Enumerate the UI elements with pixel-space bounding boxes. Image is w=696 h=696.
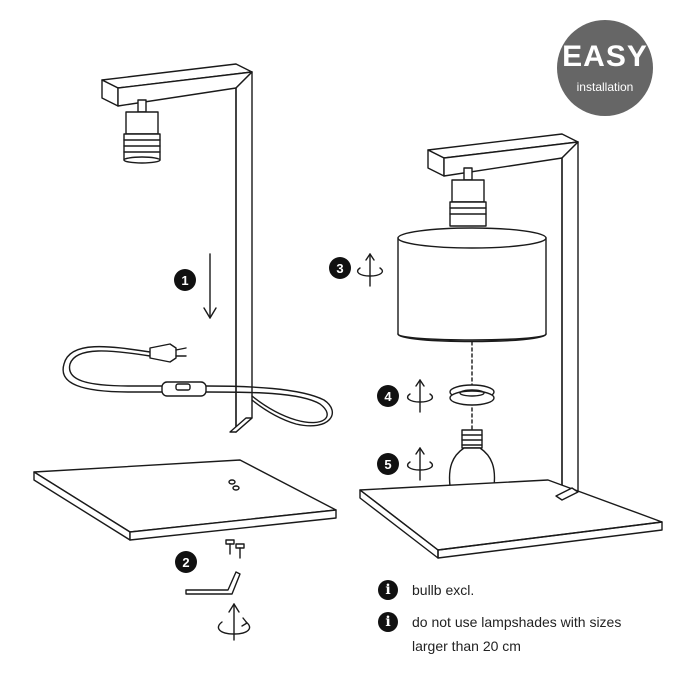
badge-subtitle: installation: [576, 80, 634, 94]
screw-icon: [225, 539, 245, 559]
down-arrow-icon: [203, 253, 217, 319]
easy-installation-badge: EASY installation: [557, 20, 653, 116]
plug-icon: [149, 343, 187, 363]
power-cable: [62, 345, 333, 427]
switch-icon: [161, 381, 207, 397]
step-5-label: 5: [384, 457, 391, 472]
note-bulb: i bullb excl.: [378, 578, 678, 602]
note-bulb-text: bullb excl.: [412, 582, 475, 598]
right-socket-icon: [449, 167, 487, 227]
note-shade-line1: do not use lampshades with sizes: [412, 614, 622, 630]
step-1-marker: 1: [174, 269, 196, 291]
info-icon: i: [378, 612, 398, 632]
badge-title: EASY: [562, 40, 648, 73]
right-base-plate: [359, 479, 663, 559]
step-3-label: 3: [336, 261, 343, 276]
step-4-marker: 4: [377, 385, 399, 407]
step-1-label: 1: [181, 273, 188, 288]
step-2-label: 2: [182, 555, 189, 570]
rotate-arrow-icon: [217, 617, 251, 635]
rotate-arrow-icon: [406, 447, 434, 481]
step-5-marker: 5: [377, 453, 399, 475]
left-socket-icon: [123, 99, 161, 164]
left-base-plate: [33, 459, 337, 541]
shade-ring-icon: [449, 384, 495, 406]
rotate-arrow-icon: [406, 379, 434, 413]
allen-key-icon: [185, 571, 241, 595]
lamp-shade-icon: [397, 227, 547, 343]
left-lamp-arm: [101, 63, 253, 433]
step-3-marker: 3: [329, 257, 351, 279]
step-2-marker: 2: [175, 551, 197, 573]
rotate-arrow-icon: [356, 253, 384, 287]
notes: i bullb excl. i do not use lampshades wi…: [378, 578, 678, 666]
note-shade-line2: larger than 20 cm: [412, 638, 521, 654]
right-lamp-arm: [427, 133, 579, 501]
info-icon: i: [378, 580, 398, 600]
note-shade: i do not use lampshades with sizes large…: [378, 610, 678, 658]
step-4-label: 4: [384, 389, 392, 404]
